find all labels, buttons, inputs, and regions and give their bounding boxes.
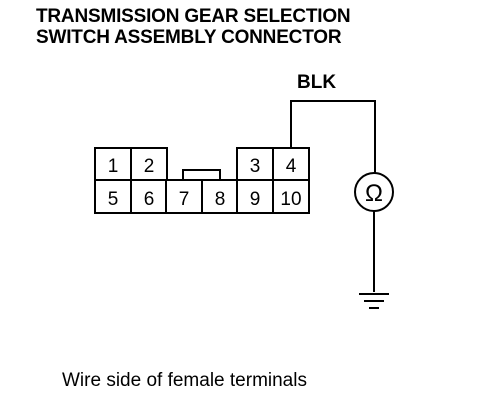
pin-7: 7 <box>179 189 190 210</box>
blk-wire <box>290 100 376 173</box>
pin-2: 2 <box>144 156 155 177</box>
pin-3: 3 <box>250 156 261 177</box>
diagram-title-line-1: TRANSMISSION GEAR SELECTION <box>36 6 351 27</box>
pin-6: 6 <box>144 189 155 210</box>
wire-color-label: BLK <box>297 72 337 93</box>
pin-4: 4 <box>286 156 297 177</box>
pin-9: 9 <box>250 189 261 210</box>
ground-icon <box>359 293 389 309</box>
diagram-title-line-2: SWITCH ASSEMBLY CONNECTOR <box>36 27 342 48</box>
pin-10: 10 <box>280 189 301 210</box>
pin-8: 8 <box>215 189 226 210</box>
connector-lock-tab <box>182 169 221 180</box>
ohm-symbol: Ω <box>365 180 383 207</box>
pin-5: 5 <box>108 189 119 210</box>
pin-1: 1 <box>108 156 119 177</box>
diagram-caption: Wire side of female terminals <box>62 370 307 391</box>
